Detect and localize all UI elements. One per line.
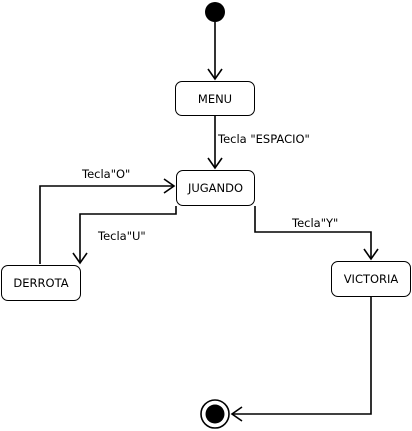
edge-jugando-to-victoria — [254, 206, 379, 261]
edge-derrota-to-jugando — [39, 178, 176, 264]
initial-state — [205, 2, 225, 22]
label-jugando-to-victoria: Tecla"Y" — [292, 216, 339, 230]
state-menu[interactable]: MENU — [175, 81, 255, 116]
state-derrota-label: DERROTA — [13, 276, 69, 290]
state-menu-label: MENU — [197, 91, 233, 106]
edge-jugando-to-derrota — [72, 206, 177, 265]
state-jugando-label: JUGANDO — [187, 181, 244, 195]
label-derrota-to-jugando: Tecla"O" — [82, 167, 131, 181]
label-jugando-to-derrota: Tecla"U" — [98, 229, 146, 243]
state-derrota[interactable]: DERROTA — [1, 265, 81, 301]
edge-initial-to-menu — [207, 22, 223, 81]
state-victoria[interactable]: VICTORIA — [331, 261, 411, 297]
label-menu-to-jugando: Tecla "ESPACIO" — [218, 132, 310, 146]
final-state — [200, 399, 230, 429]
edge-menu-to-jugando — [207, 115, 223, 170]
edge-victoria-to-final — [230, 297, 372, 422]
state-victoria-label: VICTORIA — [343, 272, 399, 286]
state-jugando[interactable]: JUGANDO — [176, 170, 255, 206]
